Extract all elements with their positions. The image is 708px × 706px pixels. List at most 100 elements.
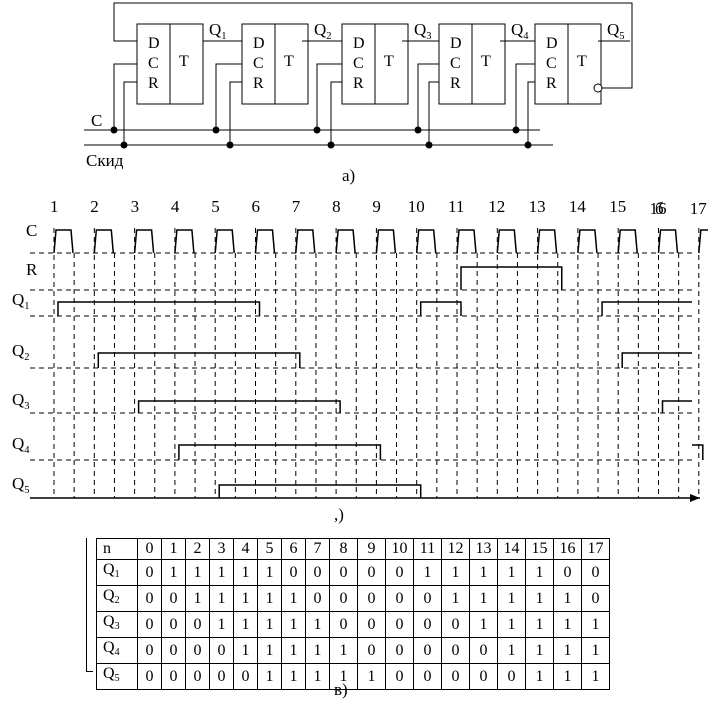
table-header-cell: 17 [581, 538, 610, 560]
table-cell: 1 [209, 559, 234, 586]
caption-a: а) [342, 166, 355, 185]
table-cell: 1 [553, 585, 582, 612]
clock-pulse [496, 229, 518, 254]
clock-number-8: 8 [332, 197, 341, 216]
table-cell: 0 [385, 559, 414, 586]
table-cell: 0 [233, 663, 258, 690]
table-cell: 1 [497, 637, 526, 664]
pulse-Q1 [419, 301, 462, 316]
table-header-cell: 7 [305, 538, 330, 560]
ff-input-d: D [353, 35, 365, 52]
table-cell: 1 [305, 637, 330, 664]
table-cell: 1 [553, 663, 582, 690]
ff-output-label: Q1 [209, 20, 227, 42]
table-cell: 1 [581, 637, 610, 664]
table-header-cell: 14 [497, 538, 526, 560]
table-header-cell: 16 [553, 538, 582, 560]
table-cell: 0 [305, 559, 330, 586]
table-cell: 0 [161, 585, 186, 612]
table-cell: 0 [137, 559, 162, 586]
table-frame [86, 538, 93, 672]
table-cell: 0 [185, 611, 210, 638]
table-cell: 0 [281, 559, 306, 586]
ff-output-label: Q3 [414, 20, 432, 42]
table-cell: 1 [553, 637, 582, 664]
clock-number-5: 5 [211, 197, 220, 216]
clock-pulse [53, 229, 74, 254]
table-cell: 0 [413, 637, 442, 664]
table-cell: 1 [257, 559, 282, 586]
table-cell: 0 [209, 637, 234, 664]
table-header-cell: 8 [329, 538, 358, 560]
table-cell: 0 [329, 585, 358, 612]
clock-number-7: 7 [292, 197, 301, 216]
table-cell: 0 [413, 663, 442, 690]
ff-input-r: R [450, 75, 461, 92]
pulse-Q2 [621, 352, 692, 368]
table-cell: 1 [525, 585, 554, 612]
ff-input-c: C [353, 55, 364, 72]
table-header-cell: 4 [233, 538, 258, 560]
time-axis-arrow [690, 494, 700, 502]
ff-input-r: R [546, 75, 557, 92]
pulse-Q3 [661, 400, 692, 413]
ff-input-c: C [148, 55, 159, 72]
table-cell: 0 [305, 585, 330, 612]
table-cell: 1 [281, 585, 306, 612]
table-header-cell: 15 [525, 538, 554, 560]
inverter-bubble [593, 83, 603, 93]
table-cell: 0 [469, 663, 498, 690]
table-cell: 0 [413, 585, 442, 612]
table-cell: 0 [441, 637, 470, 664]
row-label: Q5 [96, 663, 138, 690]
table-cell: 0 [357, 611, 386, 638]
table-cell: 0 [161, 611, 186, 638]
table-cell: 1 [441, 559, 470, 586]
signal-label-Q3: Q3 [12, 390, 30, 412]
table-cell: 1 [257, 611, 282, 638]
table-cell: 1 [257, 585, 282, 612]
clock-pulse [577, 229, 598, 254]
table-cell: 1 [553, 611, 582, 638]
pulse-Q1 [57, 301, 261, 316]
row-label: Q3 [96, 611, 138, 638]
clock-pulse [617, 229, 638, 254]
clock-number-13: 13 [529, 197, 546, 216]
table-cell: 1 [413, 559, 442, 586]
clock-pulse [335, 229, 356, 254]
table-cell: 1 [357, 663, 386, 690]
ff-type-label: T [179, 53, 189, 70]
table-header-cell: 13 [469, 538, 498, 560]
table-header-cell: 1 [161, 538, 186, 560]
ff-output-label: Q4 [511, 20, 529, 42]
table-header-cell: 9 [357, 538, 386, 560]
clock-number-12: 12 [488, 197, 505, 216]
clock-number-1: 1 [50, 197, 59, 216]
ff-input-r: R [148, 75, 159, 92]
ff-output-label: Q5 [607, 20, 625, 42]
table-cell: 1 [281, 663, 306, 690]
table-cell: 0 [385, 585, 414, 612]
clock-pulse [254, 229, 276, 254]
table-cell: 1 [329, 637, 358, 664]
table-cell: 0 [137, 585, 162, 612]
ff-output-label: Q2 [314, 20, 332, 42]
ff-input-c: C [450, 55, 461, 72]
table-cell: 1 [525, 611, 554, 638]
clock-input-label: C [91, 111, 102, 130]
table-cell: 1 [305, 611, 330, 638]
clock-number-2: 2 [90, 197, 99, 216]
clock-number-15: 15 [609, 197, 626, 216]
pulse-Q2 [97, 352, 301, 368]
table-cell: 0 [357, 585, 386, 612]
table-cell: 1 [209, 611, 234, 638]
extra-label-b: б [655, 199, 664, 218]
clock-number-9: 9 [372, 197, 381, 216]
table-cell: 0 [581, 585, 610, 612]
signal-label-Q5: Q5 [12, 474, 30, 496]
table-cell: 0 [413, 611, 442, 638]
ff-type-label: T [284, 53, 294, 70]
